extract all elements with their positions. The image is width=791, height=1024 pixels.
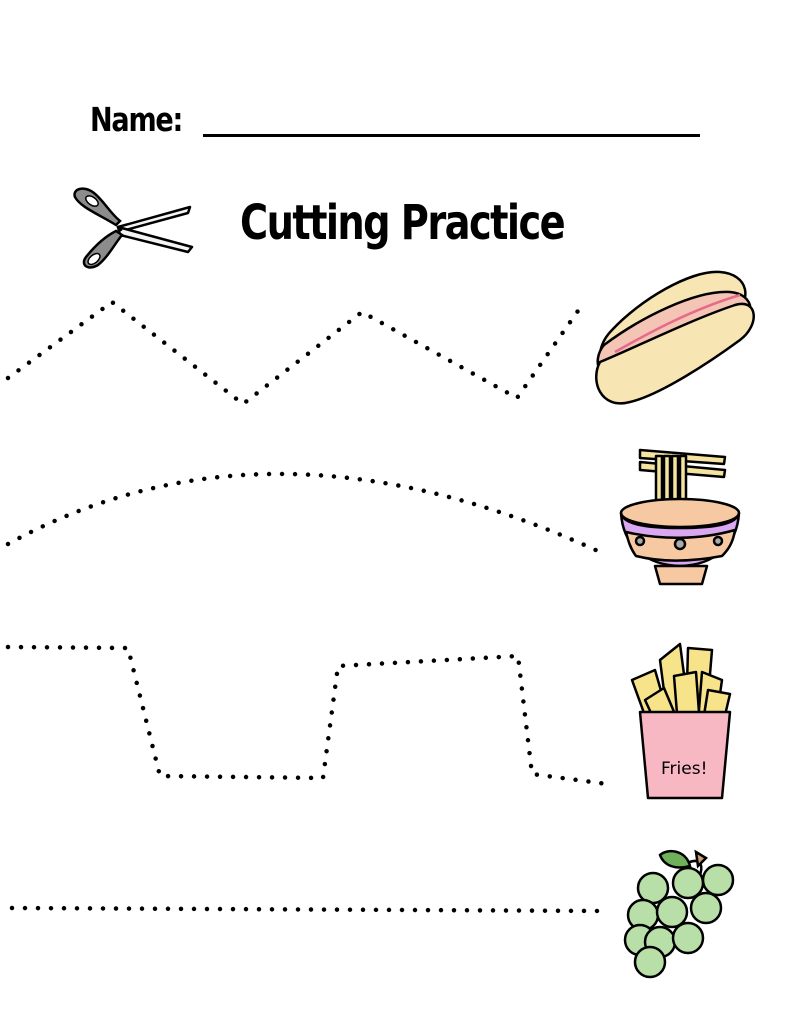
straight-cut-line bbox=[9, 905, 609, 914]
name-writing-line[interactable] bbox=[203, 134, 700, 137]
curve-cut-line bbox=[5, 471, 603, 555]
fries-label: Fries! bbox=[661, 759, 707, 779]
noodle-bowl-icon bbox=[619, 448, 741, 586]
fries-icon bbox=[630, 642, 732, 800]
square-wave-cut-line bbox=[5, 644, 610, 787]
name-label: Name: bbox=[90, 100, 183, 139]
grapes-icon bbox=[623, 849, 735, 979]
page-title: Cutting Practice bbox=[240, 195, 566, 251]
zigzag-cut-line bbox=[5, 299, 583, 407]
scissors-icon bbox=[70, 185, 195, 270]
hotdog-icon bbox=[595, 270, 755, 405]
